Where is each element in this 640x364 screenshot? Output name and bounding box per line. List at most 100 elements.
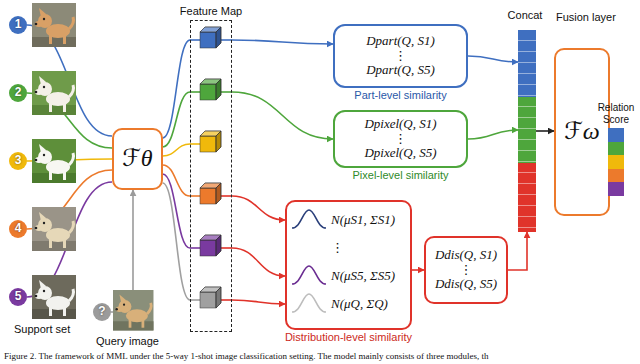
support-photo bbox=[32, 3, 76, 47]
feature-cube bbox=[200, 183, 221, 204]
connector bbox=[232, 196, 285, 220]
connector bbox=[163, 40, 190, 138]
support-photo bbox=[32, 207, 76, 251]
connector bbox=[163, 144, 190, 156]
feature-stub bbox=[190, 299, 200, 301]
heading-label: Part-level similarity bbox=[354, 89, 446, 102]
part-label: Support set bbox=[14, 323, 70, 335]
feature-cube bbox=[216, 235, 221, 256]
feature-cube bbox=[216, 27, 221, 48]
concat-vector: Concat bbox=[518, 30, 536, 232]
connector bbox=[468, 130, 518, 139]
number-circle: 5 bbox=[9, 288, 27, 306]
node-text: Dpixel(Q, S1) bbox=[364, 117, 436, 132]
number-circle: 1 bbox=[9, 16, 27, 34]
feature-cube bbox=[216, 287, 221, 308]
node-text: Dpixel(Q, S5) bbox=[364, 146, 436, 161]
feature-cube bbox=[216, 183, 221, 204]
support-photo bbox=[32, 37, 76, 47]
query-photo bbox=[113, 290, 153, 330]
connector bbox=[412, 269, 424, 271]
node-text: ? bbox=[98, 305, 105, 319]
support-photo bbox=[35, 8, 74, 44]
relation-score-vector: Relation Score bbox=[608, 128, 624, 196]
node-text: 2 bbox=[15, 86, 22, 100]
support-photo bbox=[35, 280, 74, 316]
feature-cube bbox=[216, 131, 221, 152]
feature-cube bbox=[216, 287, 221, 308]
feature-stub bbox=[190, 39, 200, 41]
connector bbox=[468, 56, 518, 62]
node-text: ⋮ bbox=[394, 132, 407, 147]
support-photo bbox=[35, 212, 74, 248]
node-text: Dpart(Q, S1) bbox=[366, 34, 435, 49]
number-circle: 3 bbox=[9, 152, 27, 170]
connector bbox=[163, 92, 190, 147]
node-text: N(μQ, ΣQ) bbox=[331, 290, 388, 318]
node-text: ℱω bbox=[564, 118, 600, 146]
node-text: Ddis(Q, S5) bbox=[435, 277, 497, 292]
feature-stub bbox=[190, 247, 200, 249]
support-photo bbox=[32, 173, 76, 183]
node-text: Dpart(Q, S5) bbox=[366, 63, 435, 78]
node-text: ⋮ bbox=[394, 49, 407, 64]
gaussian-curve bbox=[292, 210, 326, 228]
feature-stub bbox=[190, 195, 200, 197]
feature-stub bbox=[221, 39, 232, 41]
node-text: Ddis(Q, S1) bbox=[435, 248, 497, 263]
heading-label: Feature Map bbox=[180, 5, 242, 18]
feature-cube bbox=[200, 136, 216, 152]
gaussian-curve bbox=[292, 294, 326, 312]
gaussian-curves bbox=[289, 202, 331, 328]
support-photo bbox=[32, 3, 76, 47]
heading-label: Concat bbox=[508, 9, 543, 22]
part-module: Dpart(Q, S1)⋮Dpart(Q, S5)Part-level simi… bbox=[333, 24, 468, 88]
feature-cube bbox=[216, 79, 221, 100]
node-text: N(μS1, ΣS1) bbox=[331, 206, 395, 234]
feature-cube bbox=[200, 287, 221, 308]
node-text: 4 bbox=[15, 222, 22, 236]
feature-cube bbox=[216, 27, 221, 48]
feature-stub bbox=[190, 143, 200, 145]
connector bbox=[163, 165, 190, 196]
support-photo bbox=[32, 71, 76, 115]
support-photo bbox=[32, 207, 76, 251]
node-text: 1 bbox=[15, 18, 22, 32]
feature-cube bbox=[200, 79, 221, 100]
fusion-layer-box: Fusion layerℱω bbox=[554, 48, 610, 216]
connector bbox=[232, 248, 285, 276]
feature-cube bbox=[200, 235, 221, 256]
number-circle: 2 bbox=[9, 84, 27, 102]
support-photo bbox=[32, 139, 76, 183]
node-text: 5 bbox=[15, 290, 22, 304]
query-photo bbox=[113, 290, 153, 330]
support-photo bbox=[32, 309, 76, 319]
feature-cube bbox=[216, 79, 221, 100]
query-photo bbox=[113, 321, 153, 330]
support-photo bbox=[32, 71, 76, 115]
feature-stub bbox=[221, 91, 232, 93]
connector bbox=[232, 40, 333, 44]
support-photo bbox=[35, 144, 74, 180]
feature-cube bbox=[216, 131, 221, 152]
node-text: ⋮ bbox=[460, 263, 473, 278]
distance-box: Ddis(Q, S1)⋮Ddis(Q, S5) bbox=[424, 236, 508, 304]
feature-stub bbox=[190, 40, 232, 300]
feature-stub bbox=[221, 195, 232, 197]
encoder-box: ℱθ bbox=[112, 128, 163, 190]
heading-label: Relation Score bbox=[595, 102, 637, 125]
connector bbox=[536, 130, 554, 132]
feature-cube bbox=[216, 183, 221, 204]
feature-map-box: Feature Map bbox=[190, 20, 232, 332]
query-photo bbox=[115, 295, 151, 328]
feature-cube bbox=[200, 188, 216, 204]
connector bbox=[232, 300, 285, 304]
feature-cube bbox=[200, 131, 221, 152]
feature-cube bbox=[200, 32, 216, 48]
query-marker: ? bbox=[93, 303, 111, 321]
support-photo bbox=[35, 76, 74, 112]
figure-caption: Figure 2. The framework of MML under the… bbox=[4, 351, 488, 361]
connector bbox=[232, 92, 333, 139]
feature-stub bbox=[221, 247, 232, 249]
